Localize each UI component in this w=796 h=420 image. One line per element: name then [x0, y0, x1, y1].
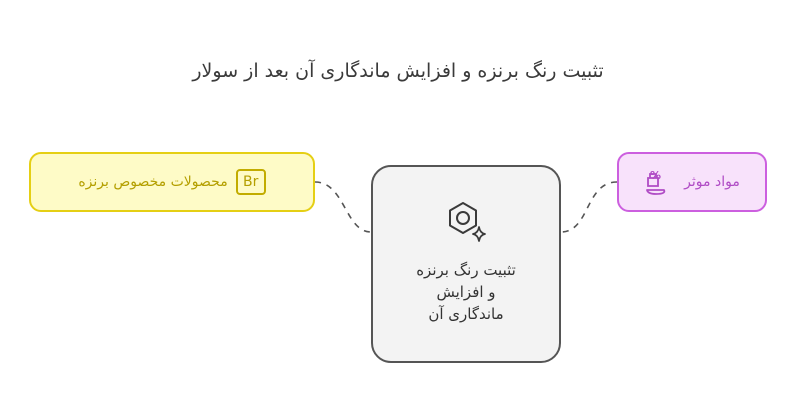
center-label-line-1: تثبیت رنگ برنزه [416, 261, 516, 279]
center-node: تثبیت رنگ برنزه و افزایش ماندگاری آن [371, 165, 561, 363]
connector-left [314, 181, 372, 233]
center-label-line-3: ماندگاری آن [428, 305, 504, 323]
diagram-title: تثبیت رنگ برنزه و افزایش ماندگاری آن بعد… [192, 60, 604, 82]
percent-glyph: % [650, 169, 661, 182]
node-active-ingredients-label: مواد موثر [684, 174, 740, 190]
gear-sparkle-icon [449, 202, 486, 242]
connector-right [560, 181, 618, 233]
center-label-line-2: و افزایش [436, 283, 496, 301]
center-label: تثبیت رنگ برنزه و افزایش ماندگاری آن [373, 259, 559, 325]
br-badge-icon: Br [235, 169, 266, 195]
node-active-ingredients: مواد موثر % [617, 152, 767, 212]
node-bronze-products-label: محصولات مخصوص برنزه [78, 174, 228, 190]
node-bronze-products: Br محصولات مخصوص برنزه [29, 152, 315, 212]
ingredients-percent-icon: % [646, 169, 666, 195]
